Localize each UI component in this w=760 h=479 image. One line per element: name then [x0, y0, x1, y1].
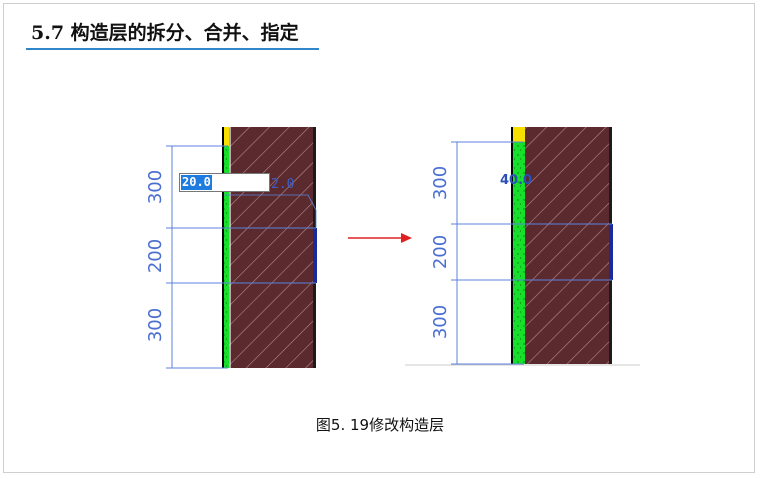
left-dim-bottom: 300 — [145, 308, 166, 342]
title-underline — [26, 48, 319, 50]
page-title: 5.7 构造层的拆分、合并、指定 — [31, 22, 299, 44]
left-cap-layer — [222, 127, 229, 146]
right-dim-mid: 200 — [430, 235, 451, 269]
right-thickness-label: 40.0 — [500, 173, 532, 188]
thickness-input-selected-text: 20.0 — [181, 175, 212, 190]
right-cap-layer — [511, 127, 525, 142]
left-insulation-layer — [222, 146, 229, 368]
transform-arrow — [348, 233, 412, 243]
right-dimension-lines — [451, 141, 612, 365]
left-ghost-thickness-label: 2.0 — [271, 177, 294, 192]
left-dimension-lines — [166, 145, 317, 369]
thickness-input[interactable]: 20.0 — [179, 173, 270, 192]
right-insulation-layer — [511, 142, 525, 364]
left-brick-layer — [229, 127, 313, 368]
right-wall — [511, 127, 613, 364]
left-wall — [222, 127, 317, 368]
slide-frame — [3, 3, 755, 473]
figure-caption: 图5. 19修改构造层 — [315, 416, 445, 434]
right-brick-layer — [525, 127, 609, 364]
right-dim-top: 300 — [430, 166, 451, 200]
right-dim-bottom: 300 — [430, 305, 451, 339]
left-dim-mid: 200 — [145, 239, 166, 273]
left-dim-top: 300 — [145, 170, 166, 204]
